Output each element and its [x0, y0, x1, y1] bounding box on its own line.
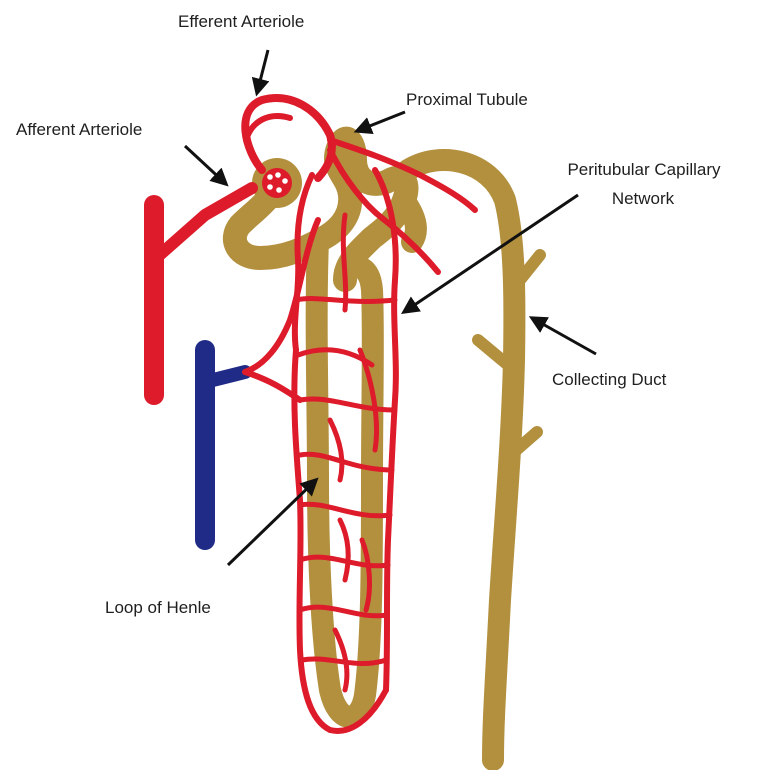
- collecting-duct: [408, 160, 540, 760]
- label-loop-of-henle: Loop of Henle: [105, 598, 211, 617]
- renal-vein: [205, 350, 245, 540]
- label-peritubular-line2: Network: [612, 189, 675, 208]
- label-efferent-arteriole: Efferent Arteriole: [178, 12, 304, 31]
- label-proximal-tubule: Proximal Tubule: [406, 90, 528, 109]
- arrow-efferent: [257, 50, 268, 93]
- arrow-proximal: [357, 112, 405, 131]
- arrow-collecting: [532, 318, 596, 354]
- arrow-afferent: [185, 146, 226, 184]
- label-afferent-arteriole: Afferent Arteriole: [16, 120, 142, 139]
- label-collecting-duct: Collecting Duct: [552, 370, 667, 389]
- arrow-peritubular: [404, 195, 578, 312]
- label-peritubular-line1: Peritubular Capillary: [567, 160, 721, 179]
